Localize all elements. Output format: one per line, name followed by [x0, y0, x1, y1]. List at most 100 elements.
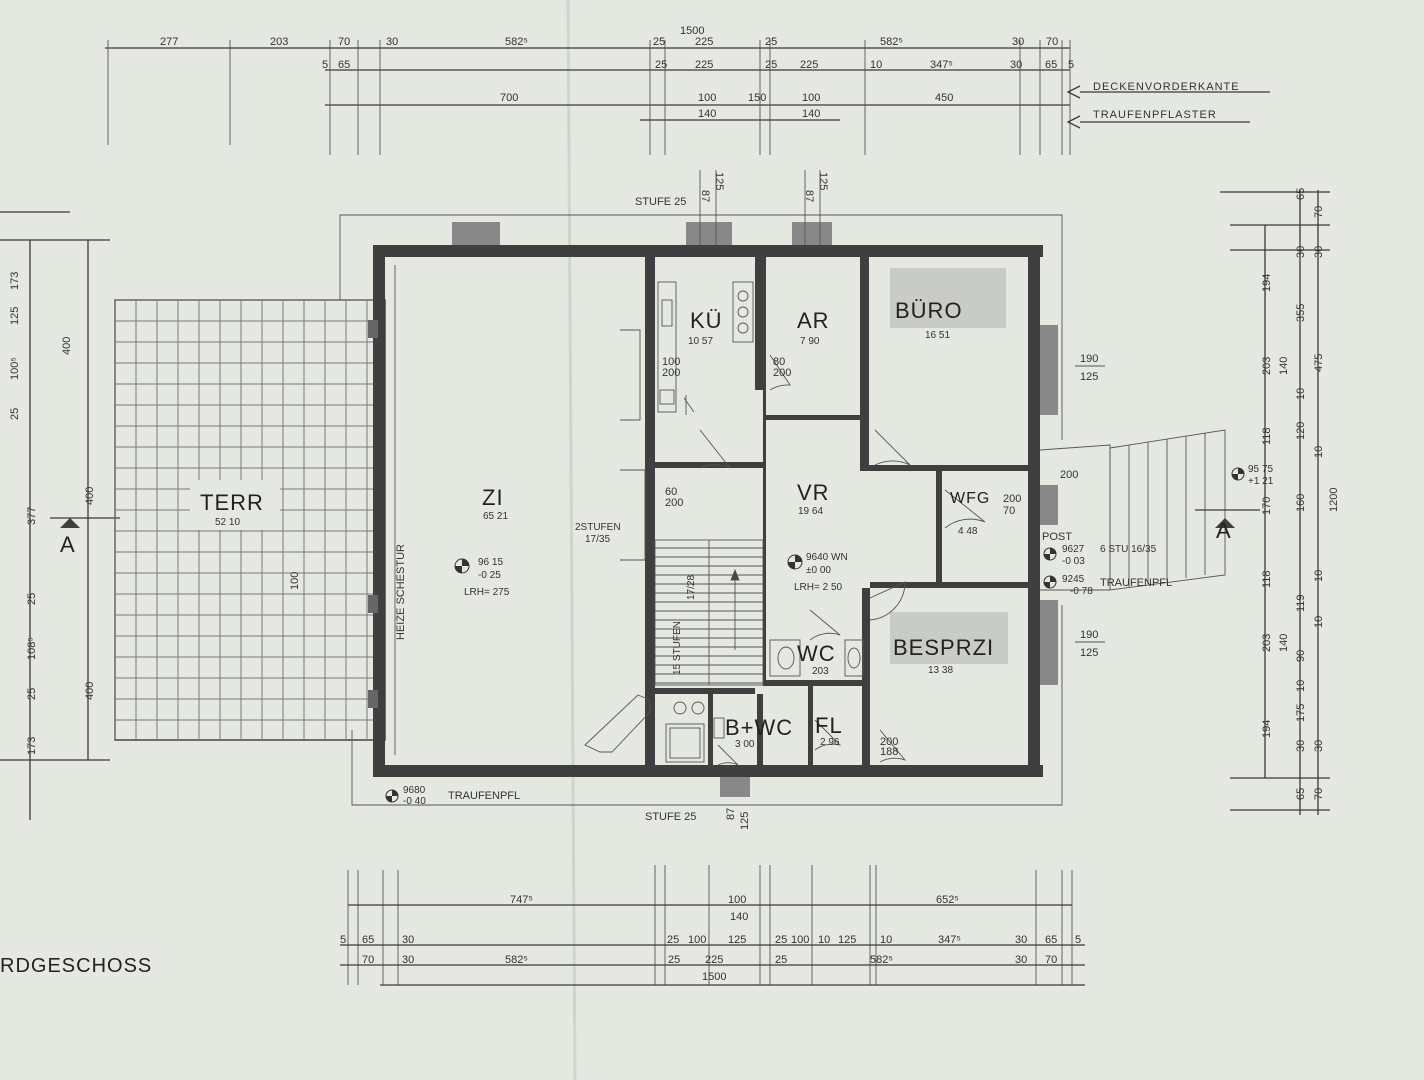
dim-bottom: 100 — [728, 894, 746, 906]
note-traufenpfl-right: TRAUFENPFL — [1100, 577, 1172, 589]
legend-notes: DECKENVORDERKANTE TRAUFENPFLASTER — [1066, 81, 1270, 129]
room-terr-name: TERR — [200, 490, 264, 515]
note-deckenvorderkante: DECKENVORDERKANTE — [1093, 81, 1240, 93]
room-fl-name: FL — [815, 713, 843, 738]
paper-fold — [566, 0, 577, 1080]
dim-misc: 87 — [803, 190, 815, 202]
dim-bottom: 65 — [1045, 934, 1057, 946]
dim-bottom: 30 — [402, 954, 414, 966]
right-dimensions: 65 70 30 30 194 355 203 140 475 10 120 1… — [1220, 188, 1340, 815]
room-bwc-name: B+WC — [725, 715, 793, 740]
dim-bottom: 70 — [362, 954, 374, 966]
dim-top: 100 — [698, 92, 716, 104]
room-zi-name: ZI — [482, 485, 504, 510]
note-wall: HEIZE SCHESTUR — [395, 544, 407, 640]
dim-window: 125 — [1080, 371, 1098, 383]
dim-right: 70 — [1313, 788, 1325, 800]
note-traufenpfl-bottom: TRAUFENPFL — [448, 790, 520, 802]
dim-top: 25 — [765, 59, 777, 71]
dim-bottom: 100 — [791, 934, 809, 946]
note-stufen-inner-dim: 17/28 — [686, 575, 697, 600]
level-lrh: LRH= 2 50 — [794, 582, 843, 593]
section-marker-right — [1215, 518, 1235, 528]
dim-top-total: 1500 — [680, 25, 704, 37]
note-traufenpflaster: TRAUFENPFLASTER — [1093, 109, 1217, 121]
dim-bottom: 70 — [1045, 954, 1057, 966]
dim-bottom: 10 — [818, 934, 830, 946]
dim-right: 30 — [1313, 246, 1325, 258]
dim-bottom: 5 — [1075, 934, 1081, 946]
dim-top: 140 — [802, 108, 820, 120]
dim-left: 125 — [9, 307, 21, 325]
dim-window: 190 — [1080, 629, 1098, 641]
drawing-title: RDGESCHOSS — [0, 955, 152, 977]
dim-bottom-total: 1500 — [702, 971, 726, 983]
dim-right: 194 — [1261, 274, 1273, 292]
dim-right: 120 — [1295, 422, 1307, 440]
dim-bottom: 582⁵ — [870, 954, 893, 966]
walls — [373, 245, 1043, 777]
dim-bottom: 25 — [667, 934, 679, 946]
level-diff: ±0 00 — [806, 565, 831, 576]
dim-bottom: 30 — [1015, 954, 1027, 966]
dim-right: 175 — [1295, 704, 1307, 722]
doors — [699, 354, 986, 766]
dim-bottom: 30 — [1015, 934, 1027, 946]
dim-misc: 125 — [817, 172, 829, 190]
bath-fixtures — [665, 639, 864, 763]
dim-top: 25 — [655, 59, 667, 71]
room-wfg-name: WFG — [950, 490, 990, 507]
note-stufen-side: 2STUFEN — [575, 522, 621, 533]
dim-bottom: 100 — [688, 934, 706, 946]
level-diff: +1 21 — [1248, 476, 1274, 487]
dim-bottom: 5 — [340, 934, 346, 946]
level-code: 9680 — [403, 785, 426, 796]
level-code: 9245 — [1062, 574, 1085, 585]
level-marker-vr: 9640 WN ±0 00 LRH= 2 50 — [787, 552, 848, 593]
dim-misc: 87 — [725, 808, 737, 820]
dim-bottom: 125 — [838, 934, 856, 946]
dim-misc: 200 — [665, 497, 683, 509]
dim-right: 203 — [1261, 634, 1273, 652]
dim-window: 125 — [1080, 647, 1098, 659]
dim-window: 190 — [1080, 353, 1098, 365]
top-dimensions: 1500 277 203 70 30 582⁵ 25 225 25 582⁵ 3… — [105, 25, 1074, 155]
room-bwc-area: 3 00 — [735, 739, 755, 750]
note-stufen-entry: 6 STU 16/35 — [1100, 544, 1157, 555]
room-zi-area: 65 21 — [483, 511, 508, 522]
dim-right: 203 — [1261, 357, 1273, 375]
dim-left: 100⁵ — [9, 357, 21, 380]
dim-right: 118 — [1261, 570, 1273, 588]
dim-misc: 60 — [665, 486, 677, 498]
dim-bottom: 225 — [705, 954, 723, 966]
dim-misc: 200 — [1003, 493, 1021, 505]
dim-top: 277 — [160, 36, 178, 48]
dim-top: 5 — [322, 59, 328, 71]
room-besprzi-area: 13 38 — [928, 665, 953, 676]
dim-bottom: 25 — [775, 954, 787, 966]
room-kue-name: KÜ — [690, 308, 723, 333]
dim-misc: 70 — [1003, 505, 1015, 517]
dim-top: 65 — [338, 59, 350, 71]
dim-left: 25 — [26, 688, 38, 700]
window-dimensions: 190 125 190 125 — [1075, 353, 1105, 659]
dim-top: 225 — [695, 59, 713, 71]
dim-right: 30 — [1295, 246, 1307, 258]
dim-bottom: 582⁵ — [505, 954, 528, 966]
dim-right: 119 — [1295, 594, 1307, 612]
dim-top: 65 — [1045, 59, 1057, 71]
dim-bottom: 10 — [880, 934, 892, 946]
level-marker-right: 95 75 +1 21 — [1231, 464, 1274, 487]
dim-right: 65 — [1295, 788, 1307, 800]
dim-top: 203 — [270, 36, 288, 48]
dim-right: 1200 — [1328, 488, 1340, 512]
dim-bottom: 125 — [728, 934, 746, 946]
dim-bottom: 652⁵ — [936, 894, 959, 906]
dim-top: 582⁵ — [505, 36, 528, 48]
level-diff: -0 78 — [1070, 586, 1093, 597]
section-label-left: A — [60, 532, 76, 557]
level-marker-zi: 96 15 -0 25 LRH= 275 — [454, 557, 510, 598]
dim-top: 30 — [1012, 36, 1024, 48]
kitchen-fixtures — [620, 281, 754, 421]
